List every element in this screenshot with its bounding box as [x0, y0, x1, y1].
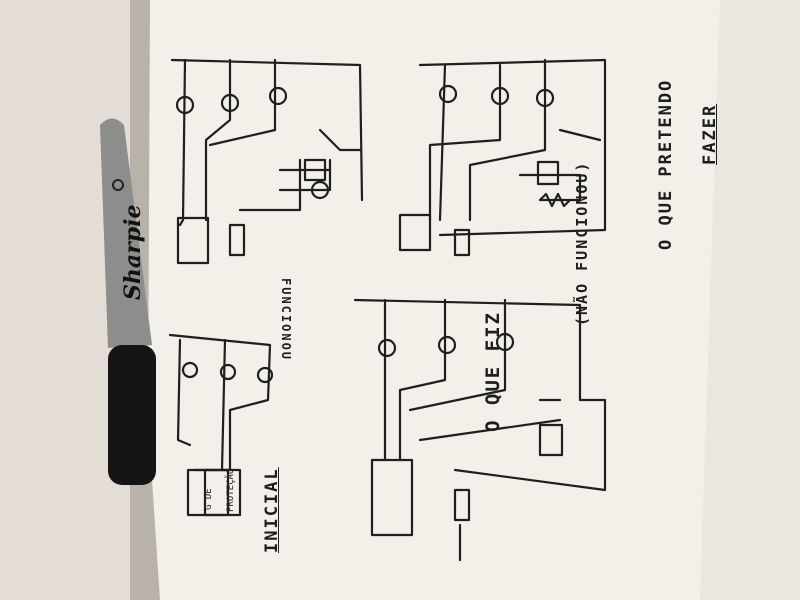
annotation-inicial: INICIAL: [262, 467, 282, 553]
circuit-bottom-right: [353, 298, 607, 562]
annotation-fazer: FAZER: [700, 103, 720, 165]
circuit-top-left: [170, 58, 364, 265]
marker-body: [100, 118, 152, 348]
circuit-bottom-left: [168, 333, 274, 517]
annotation-o-que-fiz: O QUE FIZ: [482, 311, 504, 432]
paper-sheet: [148, 0, 800, 600]
annotation-funcionou: FUNCIONOU: [279, 278, 293, 362]
annotation-nao-funcionou: (NÃO FUNCIONOU): [573, 160, 591, 326]
box-label-g-de: G DE: [204, 488, 214, 510]
paper-shade: [700, 0, 800, 600]
marker-cap: [108, 345, 156, 485]
marker-logo-icon: [112, 179, 124, 191]
annotation-o-que-pretendo: O QUE PRETENDO: [656, 78, 676, 250]
sharpie-marker: [100, 118, 156, 485]
marker-brand-label: Sharpie: [120, 204, 146, 300]
circuit-top-right: [398, 58, 607, 257]
box-label-protecao: PROTEÇÃO: [226, 468, 236, 512]
